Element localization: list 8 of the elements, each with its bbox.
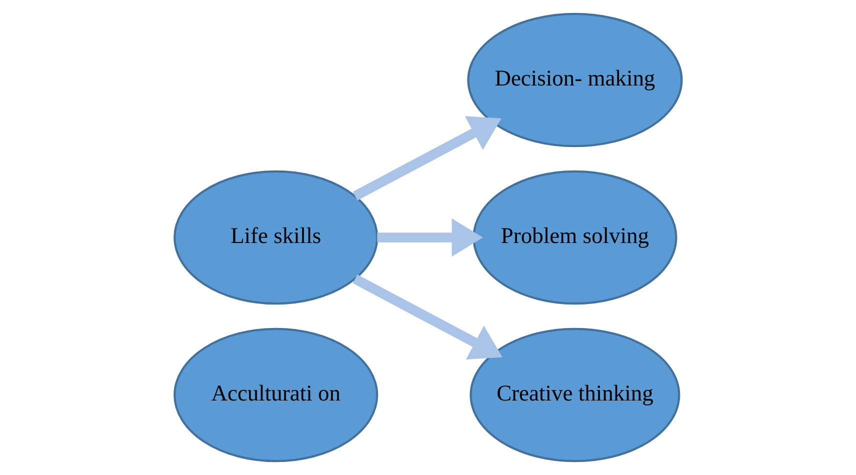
node-ellipse: Problem solving: [472, 170, 678, 305]
node-ellipse: Decision- making: [467, 12, 683, 148]
arrow: [352, 116, 502, 200]
arrow: [377, 218, 483, 257]
node-ellipse: Creative thinking: [470, 328, 680, 462]
arrow: [352, 274, 502, 360]
node-ellipse: Acculturati on: [174, 328, 378, 462]
node-ellipse: Life skills: [174, 170, 378, 305]
